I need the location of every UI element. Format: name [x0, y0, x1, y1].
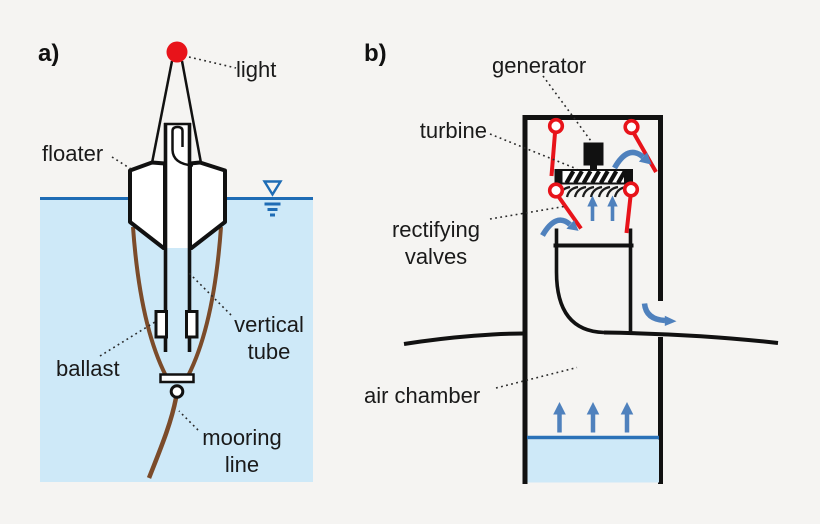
ballast-right — [185, 310, 199, 339]
tube-interior — [166, 124, 189, 248]
panel-a-drawing — [40, 41, 313, 482]
mooring-ring — [169, 384, 185, 399]
label-generator: generator — [492, 53, 587, 78]
mast-leg-right — [180, 60, 203, 164]
bridle-right — [186, 226, 223, 377]
label-rectifying-valves: rectifying valves — [391, 217, 481, 269]
panel-b-drawing — [403, 75, 779, 484]
panel-a-label: a) — [38, 40, 60, 67]
label-light: light — [236, 57, 277, 82]
label-turbine: turbine — [419, 118, 487, 143]
label-vertical-tube: vertical tube — [234, 312, 304, 364]
leader-lines-a — [99, 56, 237, 431]
valve-hinge — [547, 182, 565, 199]
chamber-water — [527, 439, 659, 483]
valve-flap-top-right — [632, 132, 658, 173]
label-air-chamber: air chamber — [364, 383, 481, 408]
label-mooring-line: mooring line — [202, 425, 282, 477]
valve-hinge — [623, 118, 640, 136]
chamber-walls — [522, 115, 663, 484]
mooring-line — [146, 397, 179, 479]
valve-flap-bottom-left — [556, 195, 583, 230]
generator-block — [583, 142, 604, 173]
water-level-icon — [262, 180, 283, 217]
inner-pipe-bend — [171, 149, 194, 167]
light-beacon-icon — [166, 41, 188, 63]
bridle-left — [131, 226, 168, 377]
exterior-line-right — [603, 330, 779, 345]
valve-hinge — [547, 117, 565, 135]
ballast-left — [154, 310, 168, 339]
mast-leg-left — [150, 60, 174, 164]
valve-flap-bottom-right — [624, 196, 633, 234]
airflow-up-arrows-small — [587, 195, 618, 221]
valve-hinge — [622, 181, 640, 198]
airflow-up-arrows-chamber — [553, 402, 634, 433]
inner-duct — [553, 228, 634, 335]
airflow-curl-arrows — [540, 149, 677, 326]
mooring-plate — [159, 373, 195, 384]
leader-lines-b — [489, 75, 592, 389]
valve-flap-top-left — [549, 132, 557, 177]
label-ballast: ballast — [56, 356, 120, 381]
turbine-rotor — [554, 169, 633, 185]
inner-pipe — [171, 125, 184, 150]
exterior-line-left — [403, 331, 524, 346]
panel-b-label: b) — [364, 40, 387, 67]
rectifying-valves — [547, 117, 658, 234]
label-floater: floater — [42, 141, 104, 166]
